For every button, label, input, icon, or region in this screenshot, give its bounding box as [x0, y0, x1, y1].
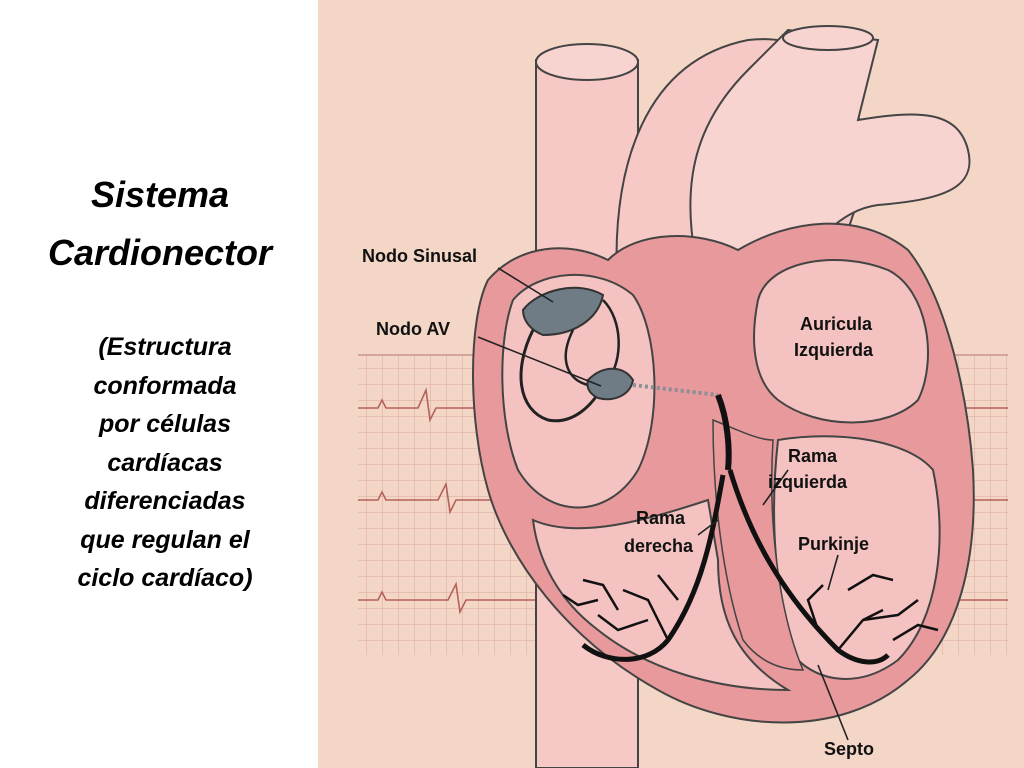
label-rama-derecha-line1: Rama: [636, 508, 686, 528]
heart-conduction-diagram: Nodo Sinusal Nodo AV Auricula Izquierda …: [318, 0, 1024, 768]
annotation-leaders: [477, 267, 849, 741]
label-rama-derecha-line2: derecha: [624, 536, 694, 556]
subtitle-line: diferenciadas: [84, 487, 246, 515]
left-atrium: [753, 259, 929, 424]
av-node: [586, 367, 635, 401]
label-nodo-av: Nodo AV: [376, 319, 450, 339]
label-purkinje: Purkinje: [798, 534, 869, 554]
purkinje-fibers-left: [806, 573, 939, 651]
slide-subtitle: (Estructura conformada por células cardí…: [0, 328, 330, 598]
label-rama-izquierda-line2: izquierda: [768, 472, 848, 492]
label-auricula-line1: Auricula: [800, 314, 873, 334]
subtitle-line: conformada: [93, 371, 237, 400]
right-bundle-branch: [581, 474, 726, 662]
sa-node: [521, 286, 605, 337]
label-rama-izquierda-line1: Rama: [788, 446, 838, 466]
purkinje-fibers-right: [562, 574, 679, 641]
subtitle-line: que regulan el: [80, 525, 250, 554]
title-line: Sistema: [90, 174, 230, 215]
pulmonary-artery: [689, 28, 971, 271]
subtitle-line: ciclo cardíaco): [77, 564, 253, 592]
title-line: Cardionector: [47, 232, 273, 273]
subtitle-line: por células: [99, 410, 231, 438]
left-bundle-branch: [727, 469, 890, 665]
bachmann-bundle: [632, 383, 719, 397]
right-ventricle: [531, 498, 792, 692]
conduction-system: [519, 286, 939, 665]
his-bundle: [715, 393, 732, 471]
label-auricula-line2: Izquierda: [794, 340, 874, 360]
label-septo: Septo: [824, 739, 874, 759]
internodal-tract-1: [519, 329, 605, 423]
internodal-tract-2: [564, 329, 589, 387]
label-nodo-sinusal: Nodo Sinusal: [362, 246, 477, 266]
subtitle-line: (Estructura: [98, 333, 232, 361]
text-panel: Sistema Cardionector (Estructura conform…: [0, 0, 318, 768]
diagram-svg: Nodo Sinusal Nodo AV Auricula Izquierda …: [318, 0, 1024, 768]
subtitle-line: cardíacas: [107, 448, 223, 477]
slide-title: Sistema Cardionector: [10, 166, 310, 282]
